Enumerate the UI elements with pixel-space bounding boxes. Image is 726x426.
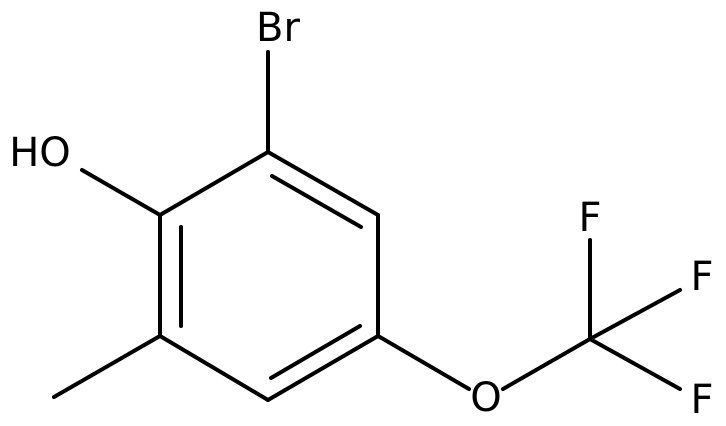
bond-c-f-bottom	[588, 337, 682, 391]
atom-label-o: O	[470, 375, 501, 421]
atom-label-ho: HO	[9, 130, 71, 176]
bond-o-cf3	[501, 337, 592, 391]
atom-label-f-top: F	[578, 195, 601, 241]
ring-bond-c1-c2	[266, 150, 380, 217]
bond-c6-oh	[80, 168, 162, 217]
ring-bond-c4-c5	[158, 334, 270, 402]
double-bond-inner-c1-c2	[270, 174, 363, 229]
double-bond-inner-c3-c4	[269, 324, 362, 380]
atom-label-br: Br	[256, 5, 300, 51]
ring-bond-c3-c4	[266, 334, 380, 402]
bond-c5-methyl	[52, 334, 162, 399]
ring-bond-c6-c1	[158, 150, 270, 217]
atom-label-f-right: F	[690, 254, 713, 300]
bond-c3-o	[376, 334, 471, 391]
atom-label-f-bottom: F	[690, 377, 713, 423]
bond-c-f-right	[588, 288, 682, 341]
